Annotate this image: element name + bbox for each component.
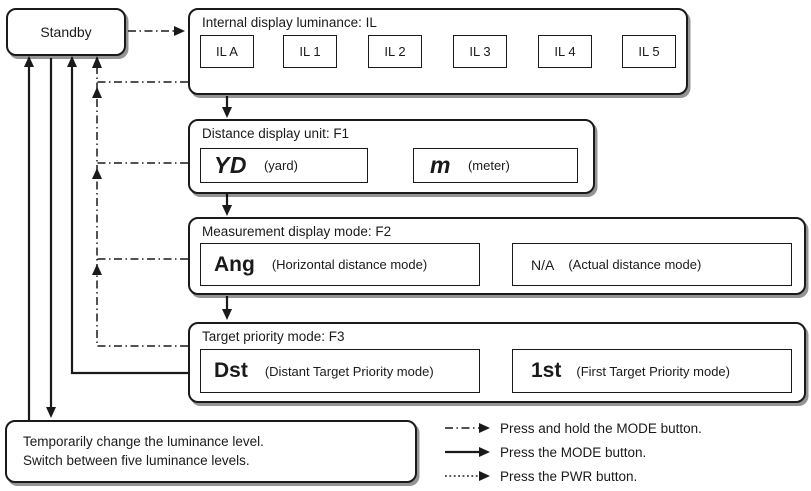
ang-option-box: Ang (Horizontal distance mode) xyxy=(200,243,480,286)
na-code: N/A xyxy=(531,256,555,273)
section-distance-unit: Distance display unit: F1 YD (yard) m (m… xyxy=(188,119,595,194)
legend-press-hold-mode-label: Press and hold the MODE button. xyxy=(500,420,702,436)
il-5-label: IL 5 xyxy=(638,44,660,59)
first-code: 1st xyxy=(531,359,562,382)
legend-press-pwr: Press the PWR button. xyxy=(444,465,637,487)
arrowhead-merge-f1 xyxy=(92,168,102,179)
il-1-label: IL 1 xyxy=(299,44,321,59)
meter-code: m xyxy=(430,152,451,178)
section-internal-luminance: Internal display luminance: IL IL A IL 1… xyxy=(188,8,688,95)
arrowhead-merge-f2 xyxy=(92,264,102,275)
arrowhead-into-f2 xyxy=(222,205,232,216)
legend-press-mode: Press the MODE button. xyxy=(444,441,646,463)
section-f3-title: Target priority mode: F3 xyxy=(202,329,345,344)
arrowhead-down-note xyxy=(46,407,56,418)
il-4-box: IL 4 xyxy=(538,35,592,68)
il-2-label: IL 2 xyxy=(384,44,406,59)
il-a-box: IL A xyxy=(200,35,254,68)
section-target-priority: Target priority mode: F3 Dst (Distant Ta… xyxy=(188,322,806,403)
il-3-box: IL 3 xyxy=(453,35,507,68)
line-f3-to-standby xyxy=(70,66,188,375)
first-option-box: 1st (First Target Priority mode) xyxy=(512,349,792,393)
solid-mode-lines xyxy=(27,58,229,420)
na-option-box: N/A (Actual distance mode) xyxy=(512,243,792,286)
legend-press-hold-mode: Press and hold the MODE button. xyxy=(444,417,702,439)
ang-code: Ang xyxy=(214,252,255,276)
il-a-label: IL A xyxy=(216,44,238,59)
dashdot-hold-mode-lines xyxy=(96,30,188,347)
standby-box: Standby xyxy=(6,8,126,56)
arrowhead-into-f1 xyxy=(222,107,232,118)
legend-press-mode-label: Press the MODE button. xyxy=(500,444,647,460)
dashdot-arrow-icon xyxy=(445,423,490,433)
first-desc: (First Target Priority mode) xyxy=(576,363,730,379)
arrowhead-into-il xyxy=(174,26,185,36)
dst-code: Dst xyxy=(214,359,248,382)
section-f2-title: Measurement display mode: F2 xyxy=(202,224,392,239)
yd-desc: (yard) xyxy=(263,158,298,173)
yd-code: YD xyxy=(214,152,247,178)
arrowhead-up-standby-3 xyxy=(92,56,102,68)
note-line-2: Switch between five luminance levels. xyxy=(23,452,250,468)
section-il-title: Internal display luminance: IL xyxy=(202,15,377,30)
il-1-box: IL 1 xyxy=(283,35,337,68)
luminance-note-box: Temporarily change the luminance level. … xyxy=(5,420,417,483)
section-f1-title: Distance display unit: F1 xyxy=(202,126,350,141)
il-3-label: IL 3 xyxy=(469,44,491,59)
dst-desc: (Distant Target Priority mode) xyxy=(264,363,434,379)
ang-desc: (Horizontal distance mode) xyxy=(271,257,428,272)
arrowhead-up-standby-2 xyxy=(67,56,77,67)
il-2-box: IL 2 xyxy=(368,35,422,68)
dst-option-box: Dst (Distant Target Priority mode) xyxy=(200,349,480,393)
dotted-arrow-icon xyxy=(445,471,490,481)
arrowhead-into-f3 xyxy=(222,309,232,320)
line-f3-return xyxy=(96,68,188,347)
yd-option-box: YD (yard) xyxy=(200,148,368,183)
meter-option-box: m (meter) xyxy=(413,148,578,183)
standby-label: Standby xyxy=(40,24,92,40)
na-desc: (Actual distance mode) xyxy=(568,257,702,272)
arrowhead-up-standby-1 xyxy=(24,56,34,67)
section-measurement-mode: Measurement display mode: F2 Ang (Horizo… xyxy=(188,217,806,295)
arrowhead-merge-il xyxy=(92,87,102,98)
note-line-1: Temporarily change the luminance level. xyxy=(23,433,264,449)
meter-desc: (meter) xyxy=(467,158,510,173)
il-5-box: IL 5 xyxy=(622,35,676,68)
solid-arrow-icon xyxy=(445,447,490,457)
il-4-label: IL 4 xyxy=(554,44,576,59)
legend-press-pwr-label: Press the PWR button. xyxy=(500,468,638,484)
